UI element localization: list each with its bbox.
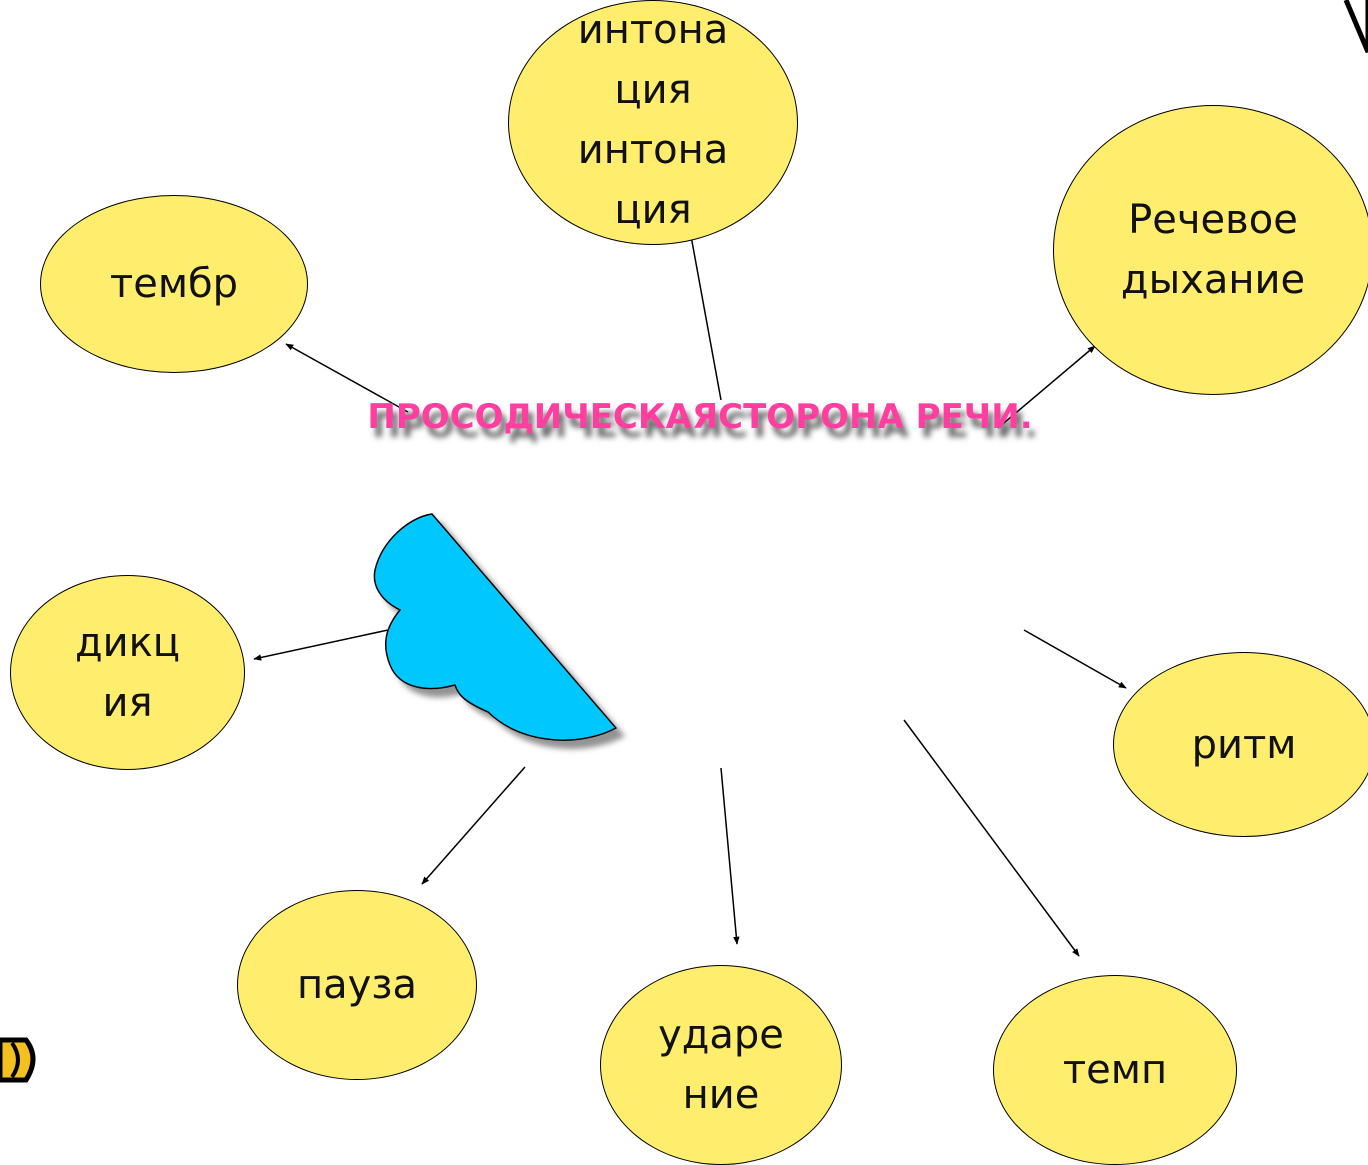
node-diction-label: дикц ия [74, 619, 181, 726]
node-rhythm: ритм [1113, 652, 1368, 837]
node-tempo-label: темп [1062, 1047, 1168, 1093]
node-pause: пауза [237, 890, 477, 1080]
arrow-to-timbre [285, 343, 409, 413]
node-stress: ударе ние [600, 965, 842, 1165]
arrow-to-tempo [903, 719, 1080, 957]
edge-shape-top-right [1343, 0, 1368, 53]
node-stress-label: ударе ние [658, 1012, 784, 1118]
arrow-to-intonation [687, 224, 722, 401]
node-intonation: интона ция интона ция [508, 0, 798, 245]
node-diction: дикц ия [10, 575, 245, 770]
arrow-to-breathing [997, 345, 1096, 429]
arrow-to-pause [421, 766, 526, 885]
node-tempo: темп [993, 975, 1237, 1165]
node-pause-label: пауза [296, 962, 418, 1008]
node-timbre-label: тембр [109, 261, 239, 307]
node-timbre: тембр [40, 195, 308, 373]
diagram-center-title: ПРОСОДИЧЕСКАЯСТОРОНА РЕЧИ. [367, 397, 1033, 437]
node-speech-breathing: Речевое дыхание [1053, 105, 1368, 395]
cloud-shape [373, 513, 618, 741]
arrow-to-rhythm [1023, 629, 1127, 689]
arrow-to-stress [720, 767, 740, 945]
node-rhythm-label: ритм [1191, 721, 1297, 768]
arrow-to-diction [253, 629, 389, 661]
pencil-shape-stroke [10, 1041, 20, 1079]
node-intonation-label: интона ция интона ция [577, 6, 729, 233]
node-speech-breathing-label: Речевое дыхание [1120, 197, 1306, 303]
